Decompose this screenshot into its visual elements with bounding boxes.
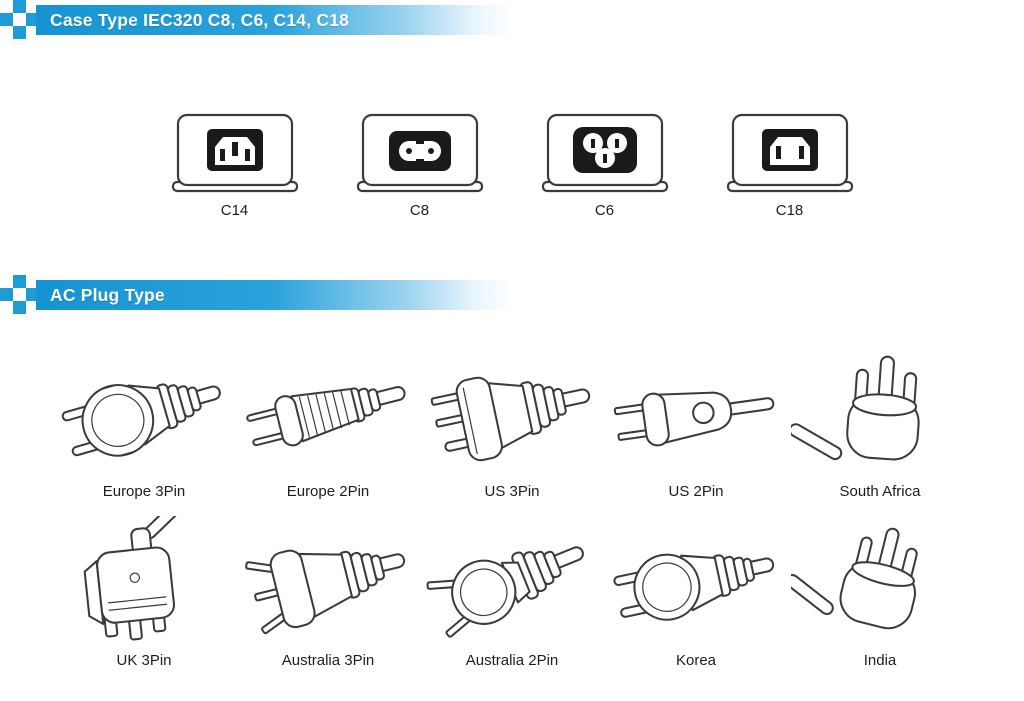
connector-label-c8: C8: [409, 202, 430, 219]
australia-2pin-plug-drawing: [426, 546, 584, 638]
c18-connector-drawing: [726, 113, 853, 193]
plug-label-europe-2pin: Europe 2Pin: [286, 483, 370, 500]
plug-label-india: India: [863, 652, 897, 669]
plug-figure-australia-2pin: Australia 2Pin: [423, 516, 601, 669]
connector-label-c18: C18: [775, 202, 804, 219]
plug-figure-korea: Korea: [607, 516, 785, 669]
case-type-banner: Case Type IEC320 C8, C6, C14, C18: [36, 5, 514, 35]
us-2pin-plug-drawing: [613, 391, 775, 447]
connector-figure-c18: C18: [726, 112, 854, 219]
connector-label-c6: C6: [594, 202, 615, 219]
plug-figure-india: India: [791, 516, 969, 669]
c8-connector-drawing: [356, 113, 483, 193]
europe-3pin-plug-drawing: [61, 383, 221, 457]
plug-label-us-2pin: US 2Pin: [668, 483, 724, 500]
plug-label-korea: Korea: [675, 652, 717, 669]
korea-plug-drawing: [613, 553, 775, 621]
plug-type-title: AC Plug Type: [50, 284, 165, 305]
checker-pattern-icon: [0, 0, 39, 39]
checker-pattern-icon: [0, 275, 39, 314]
south-africa-plug-drawing: [791, 355, 920, 461]
c14-connector-drawing: [171, 113, 298, 193]
europe-2pin-plug-drawing: [246, 386, 406, 447]
plug-row-1: Europe 3Pin Europe 2Pin: [0, 347, 1024, 500]
plug-label-us-3pin: US 3Pin: [484, 483, 540, 500]
connector-figure-c6: C6: [541, 112, 669, 219]
plug-figure-europe-3pin: Europe 3Pin: [55, 347, 233, 500]
plug-figure-australia-3pin: Australia 3Pin: [239, 516, 417, 669]
section-header-plug-type: AC Plug Type: [0, 275, 1024, 315]
plug-figure-uk-3pin: UK 3Pin: [55, 516, 233, 669]
plug-label-australia-2pin: Australia 2Pin: [465, 652, 559, 669]
plug-label-south-africa: South Africa: [839, 483, 921, 500]
uk-3pin-plug-drawing: [83, 516, 181, 641]
connector-label-c14: C14: [220, 202, 249, 219]
plug-figure-europe-2pin: Europe 2Pin: [239, 347, 417, 500]
c6-connector-drawing: [541, 113, 668, 193]
case-type-title: Case Type IEC320 C8, C6, C14, C18: [50, 9, 350, 30]
india-plug-drawing: [791, 527, 918, 630]
plug-figure-us-2pin: US 2Pin: [607, 347, 785, 500]
plug-label-europe-3pin: Europe 3Pin: [102, 483, 186, 500]
plug-label-uk-3pin: UK 3Pin: [116, 652, 172, 669]
connector-figure-c8: C8: [356, 112, 484, 219]
plug-row-2: UK 3Pin Australia 3Pin: [0, 516, 1024, 669]
australia-3pin-plug-drawing: [245, 549, 406, 635]
section-header-case-type: Case Type IEC320 C8, C6, C14, C18: [0, 0, 1024, 40]
plug-label-australia-3pin: Australia 3Pin: [281, 652, 375, 669]
connector-row: C14 C8: [0, 112, 1024, 219]
plug-figure-us-3pin: US 3Pin: [423, 347, 601, 500]
connector-figure-c14: C14: [171, 112, 299, 219]
plug-figure-south-africa: South Africa: [791, 347, 969, 500]
us-3pin-plug-drawing: [430, 376, 591, 462]
plug-type-banner: AC Plug Type: [36, 280, 514, 310]
